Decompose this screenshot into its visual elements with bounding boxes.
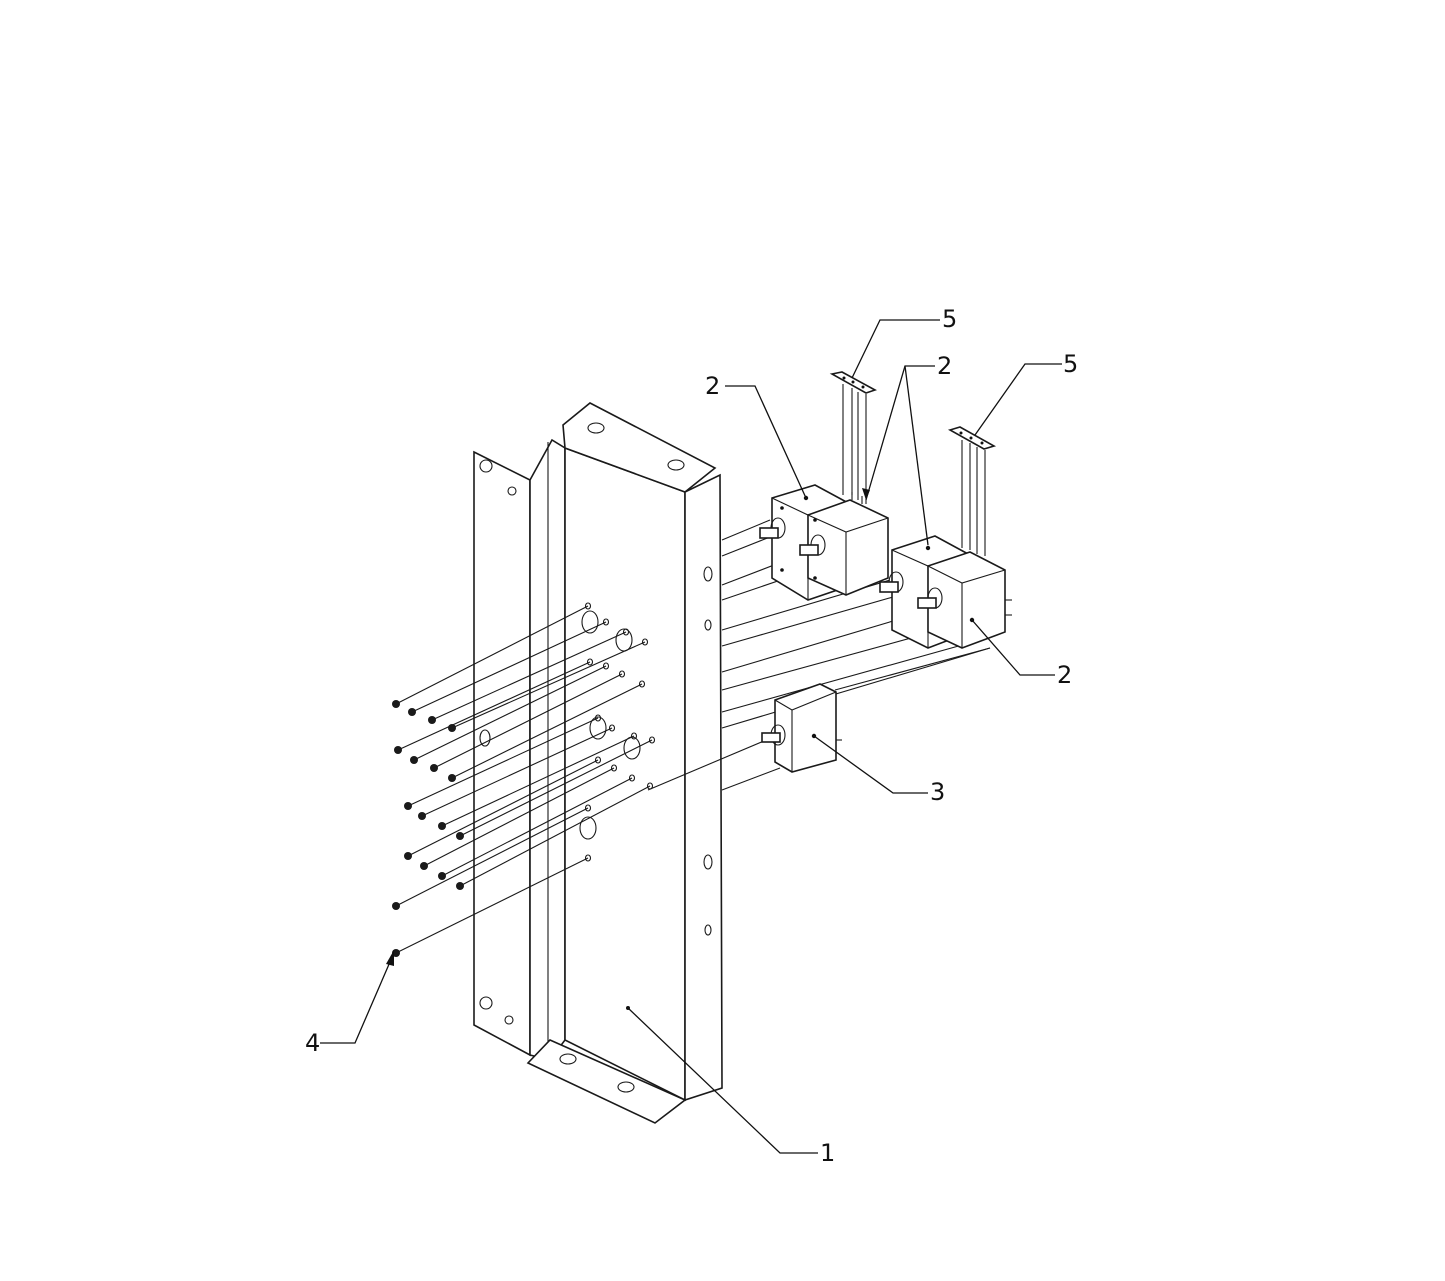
screw-centerline: [421, 727, 613, 817]
screw-tip: [602, 618, 610, 626]
screw-centerline: [407, 717, 599, 807]
screw-tip: [584, 804, 592, 812]
retaining-plate-upper-5: [829, 371, 877, 504]
screw-centerline: [395, 605, 589, 705]
screw-tip: [594, 756, 602, 764]
callout-label-3: 3: [930, 778, 945, 806]
screw-head: [392, 902, 400, 910]
assembly-guide-lines: [647, 519, 991, 791]
callout-label-4: 4: [305, 1029, 320, 1057]
screw-head: [428, 716, 436, 724]
callout-label-5-lower: 5: [1063, 350, 1078, 378]
screw-tip: [602, 662, 610, 670]
screw-head: [438, 822, 446, 830]
callout-label-5-upper: 5: [942, 305, 957, 333]
screw-centerline: [397, 661, 591, 751]
screw-tip: [641, 638, 649, 646]
retaining-plate-lower-5: [947, 426, 997, 556]
screw-head: [408, 708, 416, 716]
screw-centerline: [451, 641, 646, 729]
screw-tip: [594, 714, 602, 722]
screw-tip: [622, 628, 630, 636]
screw-head: [420, 862, 428, 870]
leader-lines: [320, 319, 1062, 1154]
screw-head: [430, 764, 438, 772]
screw-tip: [586, 658, 594, 666]
screw-head: [418, 812, 426, 820]
screw-centerline: [433, 673, 623, 769]
screw-centerline: [441, 735, 635, 827]
screw-head: [394, 746, 402, 754]
screw-centerline: [423, 767, 615, 867]
screw-tip: [630, 732, 638, 740]
screw-tip: [648, 736, 656, 744]
switch-block-upper-right: [799, 492, 889, 596]
screw-centerline: [431, 631, 627, 721]
screw-tip: [618, 670, 626, 678]
screw-head: [448, 774, 456, 782]
screw-centerline: [395, 857, 589, 954]
callout-label-1: 1: [820, 1139, 835, 1167]
screw-tip: [584, 854, 592, 862]
screw-centerline: [413, 665, 607, 761]
screw-centerline: [459, 785, 651, 887]
screw-centerline: [459, 739, 653, 837]
screw-centerline: [411, 621, 607, 713]
single-switch-part-3: [761, 683, 842, 773]
screw-centerline: [395, 807, 589, 907]
screw-tip: [584, 602, 592, 610]
screw-head: [404, 802, 412, 810]
screw-centerline: [441, 777, 633, 877]
screw-head: [410, 756, 418, 764]
screw-centerline: [407, 759, 599, 857]
screw-head: [456, 832, 464, 840]
screw-tip: [628, 774, 636, 782]
screw-set-part-4: [392, 602, 656, 957]
screw-tip: [608, 724, 616, 732]
screw-head: [438, 872, 446, 880]
callout-label-2-left: 2: [705, 372, 720, 400]
callout-label-2-lower-right: 2: [1057, 661, 1072, 689]
screw-tip: [610, 764, 618, 772]
mounting-bracket-part-1: [473, 402, 723, 1124]
screw-tip: [638, 680, 646, 688]
screw-head: [456, 882, 464, 890]
screw-centerline: [451, 683, 643, 779]
callout-label-2-top: 2: [937, 352, 952, 380]
screw-head: [392, 700, 400, 708]
screw-head: [404, 852, 412, 860]
switch-block-lower-right: [917, 551, 1012, 649]
